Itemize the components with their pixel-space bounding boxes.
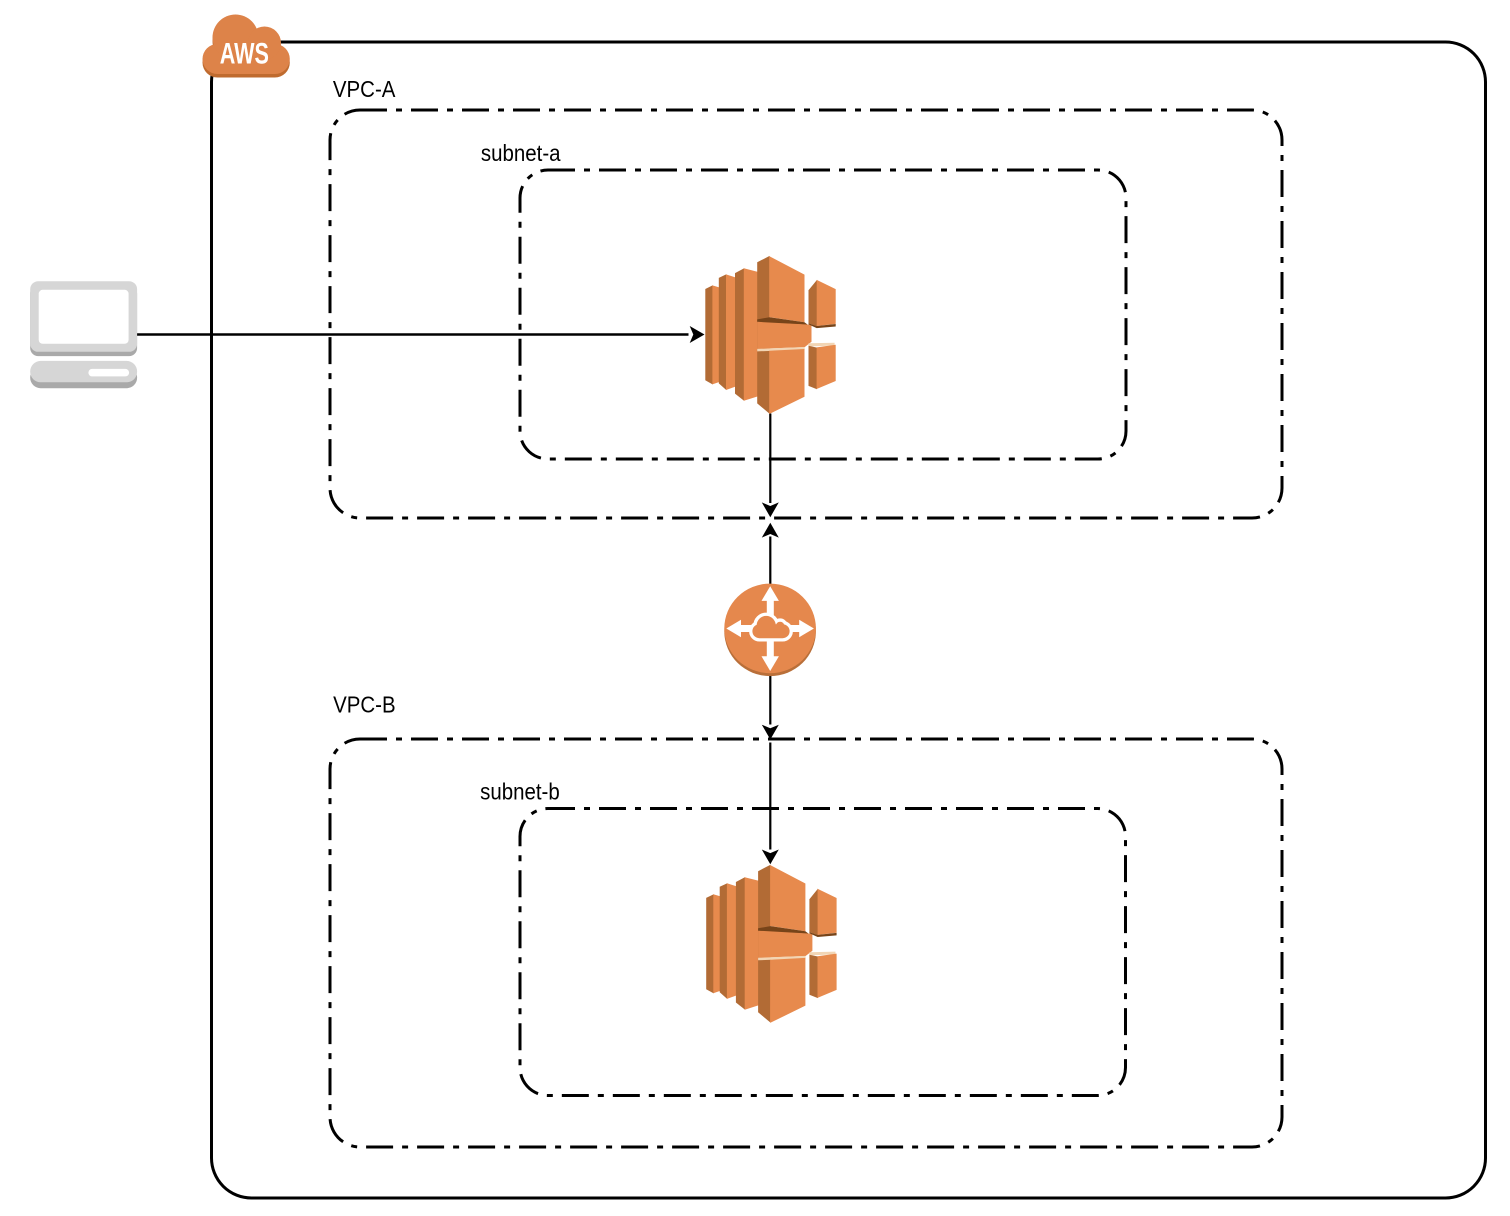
svg-text:VPC-B: VPC-B (333, 691, 396, 717)
svg-text:subnet-b: subnet-b (480, 778, 560, 804)
svg-text:AWS: AWS (220, 36, 269, 70)
svg-text:VPC-A: VPC-A (333, 76, 396, 102)
svg-text:subnet-a: subnet-a (481, 140, 561, 166)
